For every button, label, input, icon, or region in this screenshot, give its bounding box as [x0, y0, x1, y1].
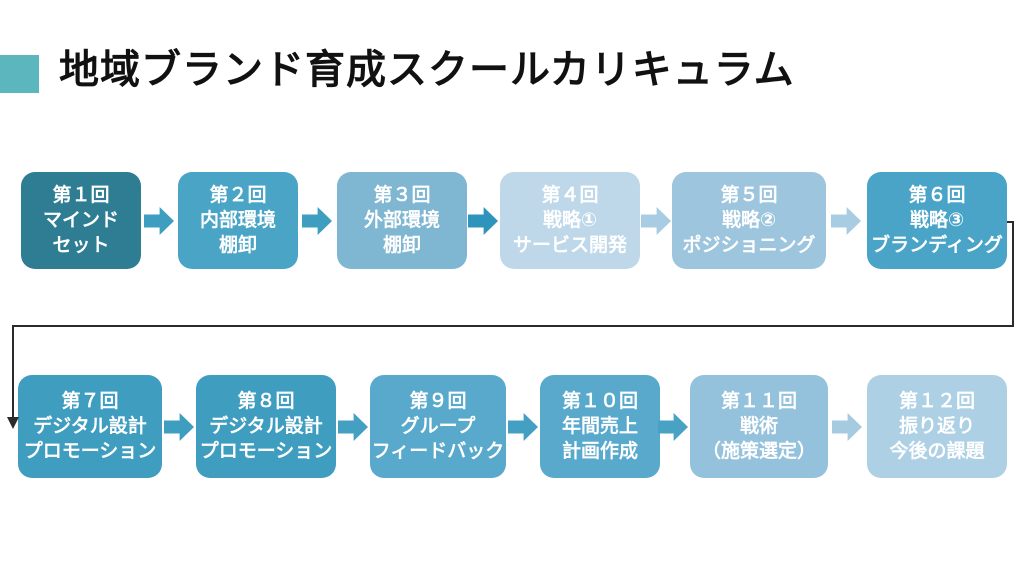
session-1-box: 第１回 マインド セット — [21, 172, 141, 269]
flow-arrow-icon — [468, 207, 498, 235]
session-number: 第２回 — [209, 184, 267, 206]
curriculum-row-2: 第７回 デジタル設計 プロモーション 第８回 デジタル設計 プロモーション 第９… — [0, 375, 1024, 478]
session-number: 第１回 — [52, 184, 110, 206]
session-topic-line: 棚卸 — [218, 235, 257, 257]
session-number: 第８回 — [237, 390, 295, 412]
session-number: 第５回 — [720, 184, 778, 206]
session-6-box: 第６回 戦略③ ブランディング — [867, 172, 1007, 269]
session-topic-line: デジタル設計 — [209, 415, 323, 437]
session-topic-line: 戦術 — [739, 415, 778, 437]
session-2-box: 第２回 内部環境 棚卸 — [178, 172, 298, 269]
session-8-box: 第８回 デジタル設計 プロモーション — [196, 375, 336, 478]
flow-arrow-icon — [338, 413, 368, 441]
session-4-box: 第４回 戦略① サービス開発 — [500, 172, 640, 269]
session-number: 第１１回 — [720, 390, 797, 412]
session-number: 第１２回 — [898, 390, 975, 412]
session-topic-line: フィードバック — [371, 441, 505, 463]
session-10-box: 第１０回 年間売上 計画作成 — [540, 375, 660, 478]
flow-arrow-icon — [508, 413, 538, 441]
session-number: 第４回 — [541, 184, 599, 206]
session-topic-line: 外部環境 — [363, 209, 440, 231]
flow-arrow-icon — [831, 207, 861, 235]
session-5-box: 第５回 戦略② ポジショニング — [672, 172, 826, 269]
session-topic-line: マインド — [42, 209, 119, 231]
flow-arrow-icon — [144, 207, 174, 235]
session-topic-line: 振り返り — [898, 415, 975, 437]
session-topic-line: 内部環境 — [199, 209, 276, 231]
session-number: 第７回 — [61, 390, 119, 412]
session-12-box: 第１２回 振り返り 今後の課題 — [867, 375, 1007, 478]
session-topic-line: プロモーション — [23, 441, 157, 463]
page-title: 地域ブランド育成スクールカリキュラム — [59, 48, 795, 92]
title-accent-square — [0, 55, 39, 93]
flow-arrow-icon — [832, 413, 862, 441]
session-9-box: 第９回 グループ フィードバック — [370, 375, 506, 478]
session-topic-line: ブランディング — [871, 235, 1003, 257]
flow-arrow-icon — [641, 207, 671, 235]
session-number: 第３回 — [373, 184, 431, 206]
session-topic-line: 棚卸 — [382, 235, 421, 257]
flow-arrow-icon — [302, 207, 332, 235]
session-topic-line: 戦略③ — [909, 209, 965, 231]
session-topic-line: 今後の課題 — [889, 441, 985, 463]
curriculum-row-1: 第１回 マインド セット 第２回 内部環境 棚卸 第３回 外部環境 棚卸 第４回… — [0, 172, 1024, 269]
session-number: 第１０回 — [561, 390, 638, 412]
session-topic-line: 戦略① — [542, 209, 598, 231]
flow-arrow-icon — [658, 413, 688, 441]
session-11-box: 第１１回 戦術 （施策選定） — [690, 375, 828, 478]
session-topic-line: 計画作成 — [561, 441, 638, 463]
session-number: 第９回 — [409, 390, 467, 412]
session-topic-line: 年間売上 — [561, 415, 638, 437]
session-3-box: 第３回 外部環境 棚卸 — [337, 172, 467, 269]
session-topic-line: サービス開発 — [512, 235, 627, 257]
flow-arrow-icon — [164, 413, 194, 441]
session-topic-line: デジタル設計 — [33, 415, 147, 437]
session-topic-line: （施策選定） — [701, 441, 816, 463]
session-topic-line: プロモーション — [199, 441, 333, 463]
session-topic-line: グループ — [400, 415, 476, 437]
session-7-box: 第７回 デジタル設計 プロモーション — [18, 375, 162, 478]
session-number: 第６回 — [908, 184, 966, 206]
session-topic-line: セット — [52, 235, 110, 257]
session-topic-line: ポジショニング — [682, 235, 816, 257]
session-topic-line: 戦略② — [721, 209, 777, 231]
